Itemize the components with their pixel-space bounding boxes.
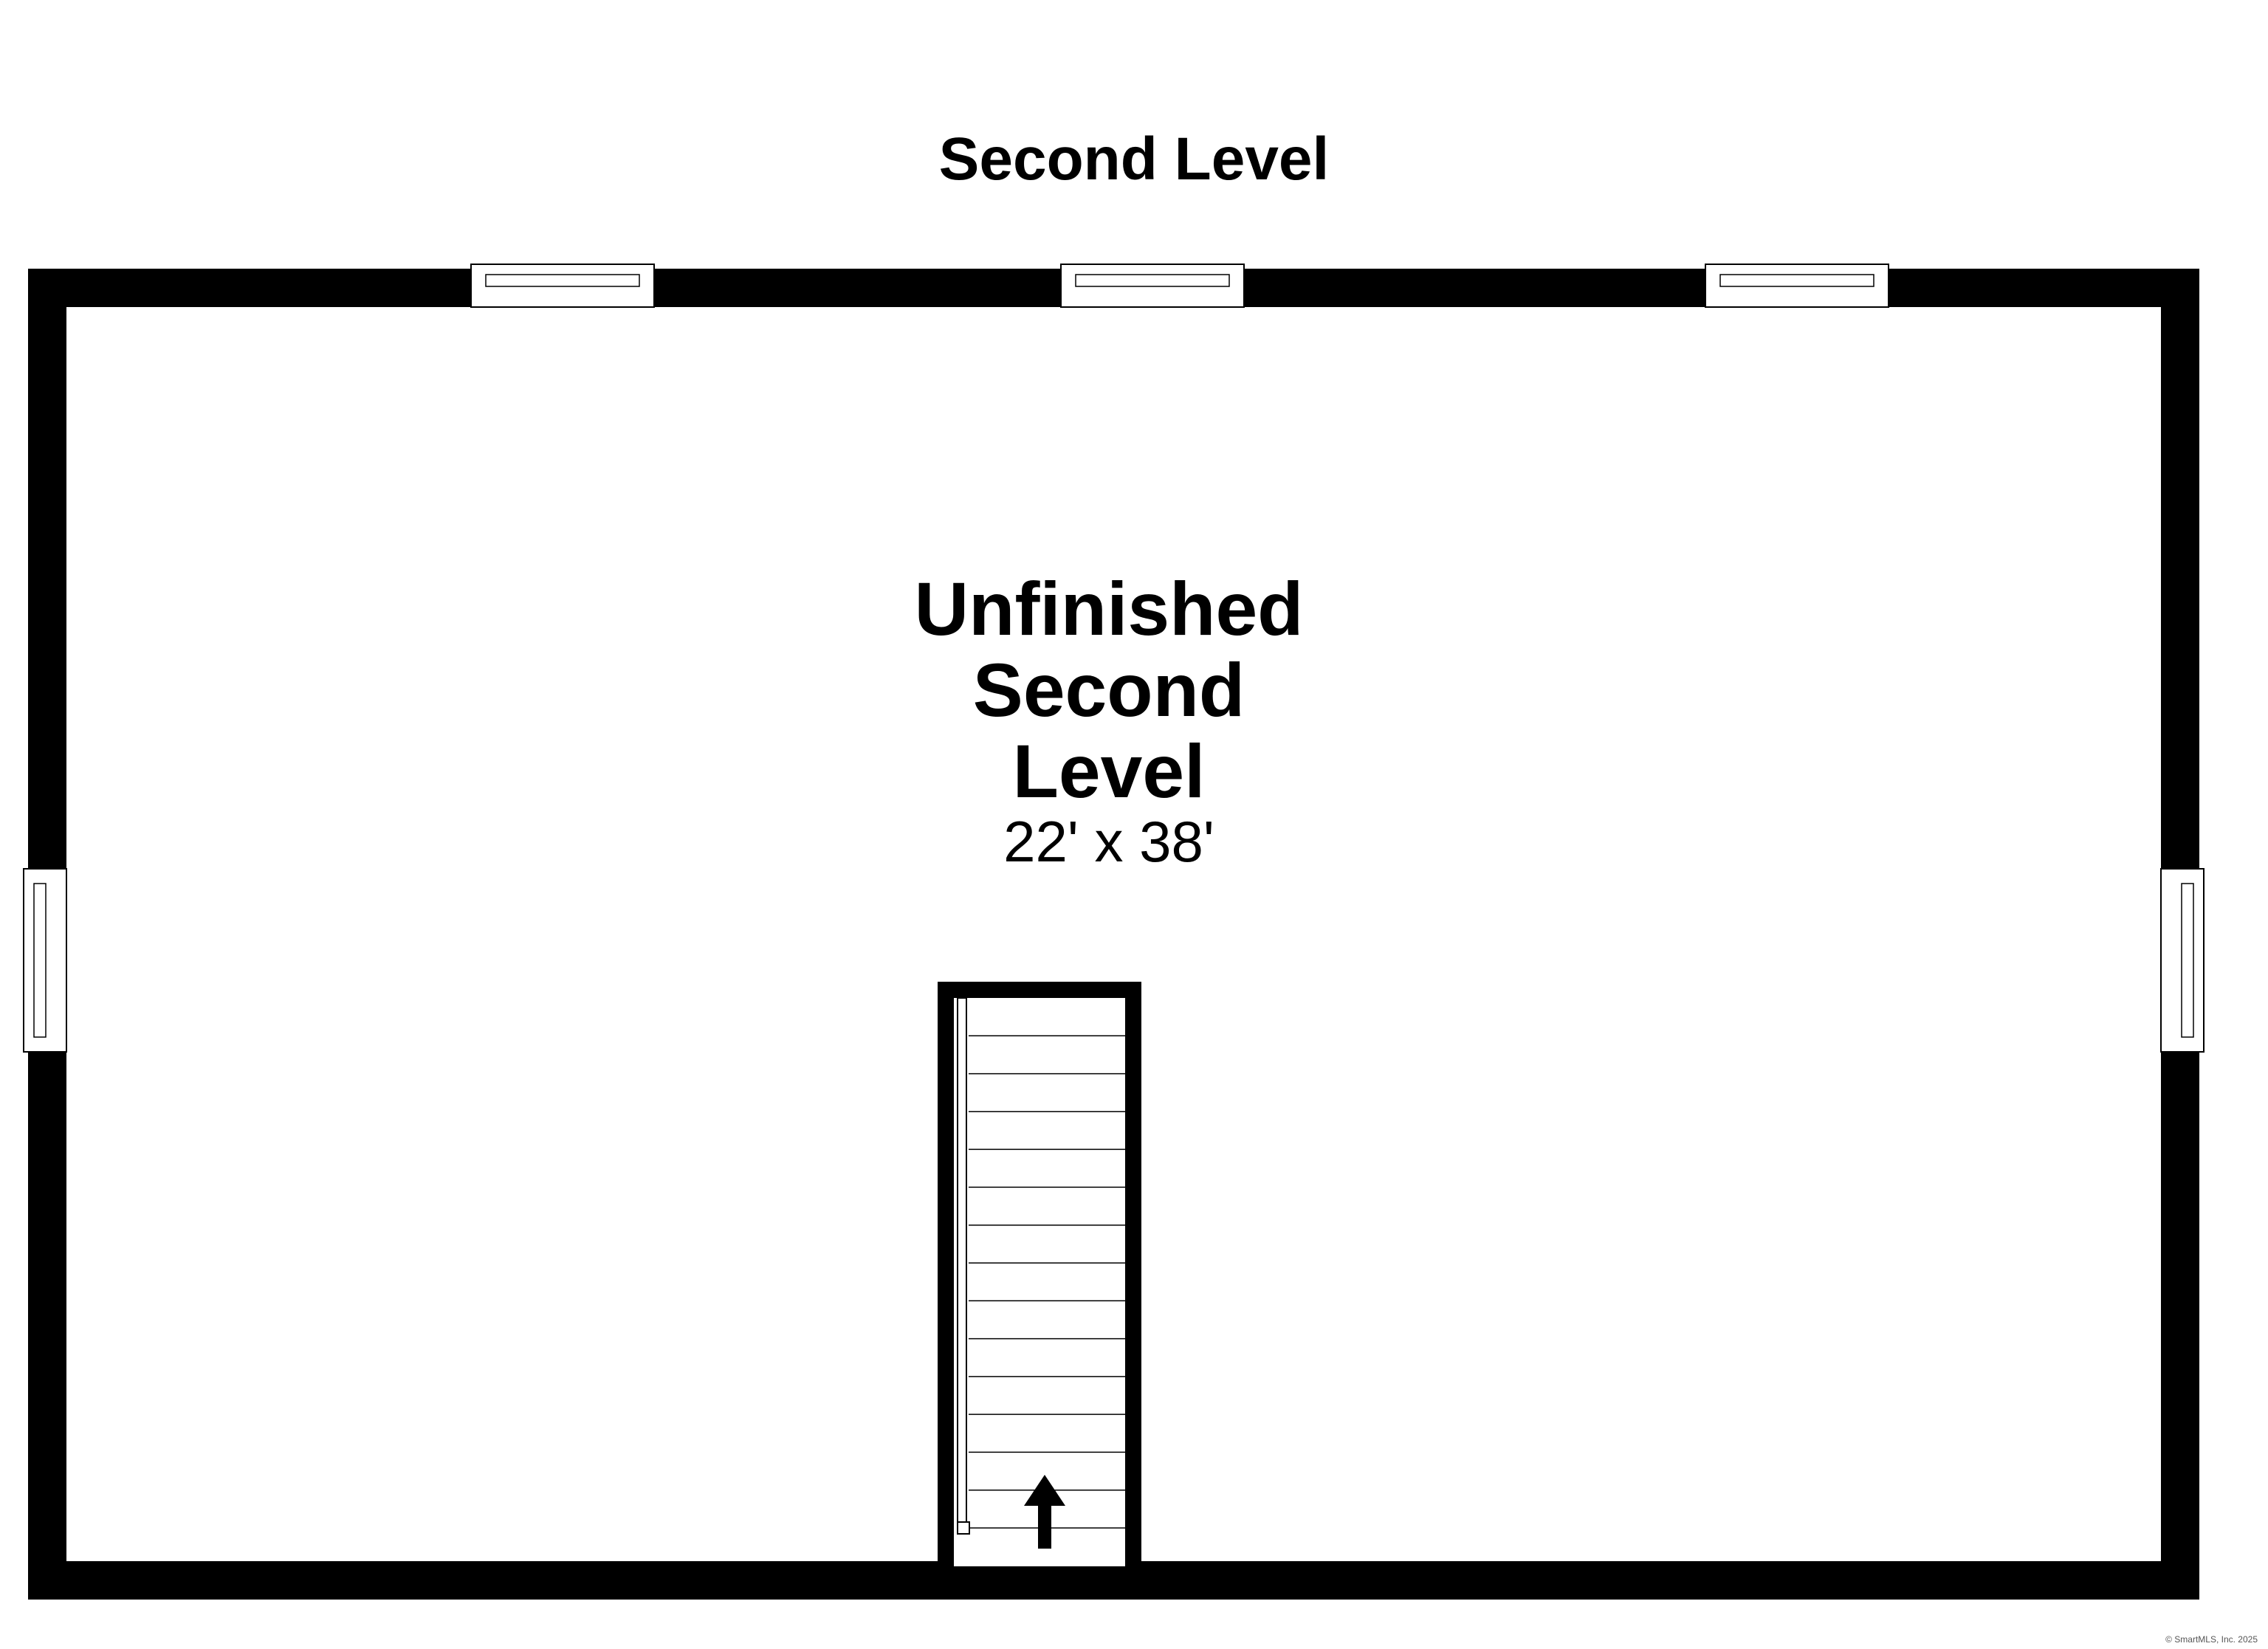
window-top-1	[470, 264, 655, 308]
window-top-3	[1705, 264, 1889, 308]
stair-treads	[969, 1035, 1125, 1529]
stair-railing	[957, 997, 967, 1530]
copyright-notice: © SmartMLS, Inc. 2025	[2165, 1634, 2258, 1645]
room-dimensions: 22' x 38'	[1003, 809, 1214, 874]
window-top-2	[1060, 264, 1245, 308]
plan-title: Second Level	[939, 125, 1330, 193]
stairwell	[938, 982, 1141, 1600]
stairwell-wall-right	[1125, 982, 1141, 1565]
stairwell-floor	[954, 1561, 1125, 1600]
room-name-line-2: Second	[973, 648, 1245, 732]
window-left	[23, 868, 67, 1053]
stairwell-opening	[954, 998, 1125, 1566]
room-label: Unfinished Second Level 22' x 38'	[915, 567, 1304, 874]
stair-newel-post	[957, 1521, 970, 1535]
room-name-line-1: Unfinished	[915, 567, 1304, 651]
window-right	[2160, 868, 2205, 1053]
room-name-line-3: Level	[1013, 729, 1206, 813]
stairwell-wall-left	[938, 982, 954, 1565]
stair-direction-arrow-icon	[1024, 1475, 1065, 1549]
stairwell-wall-top	[938, 982, 1141, 998]
